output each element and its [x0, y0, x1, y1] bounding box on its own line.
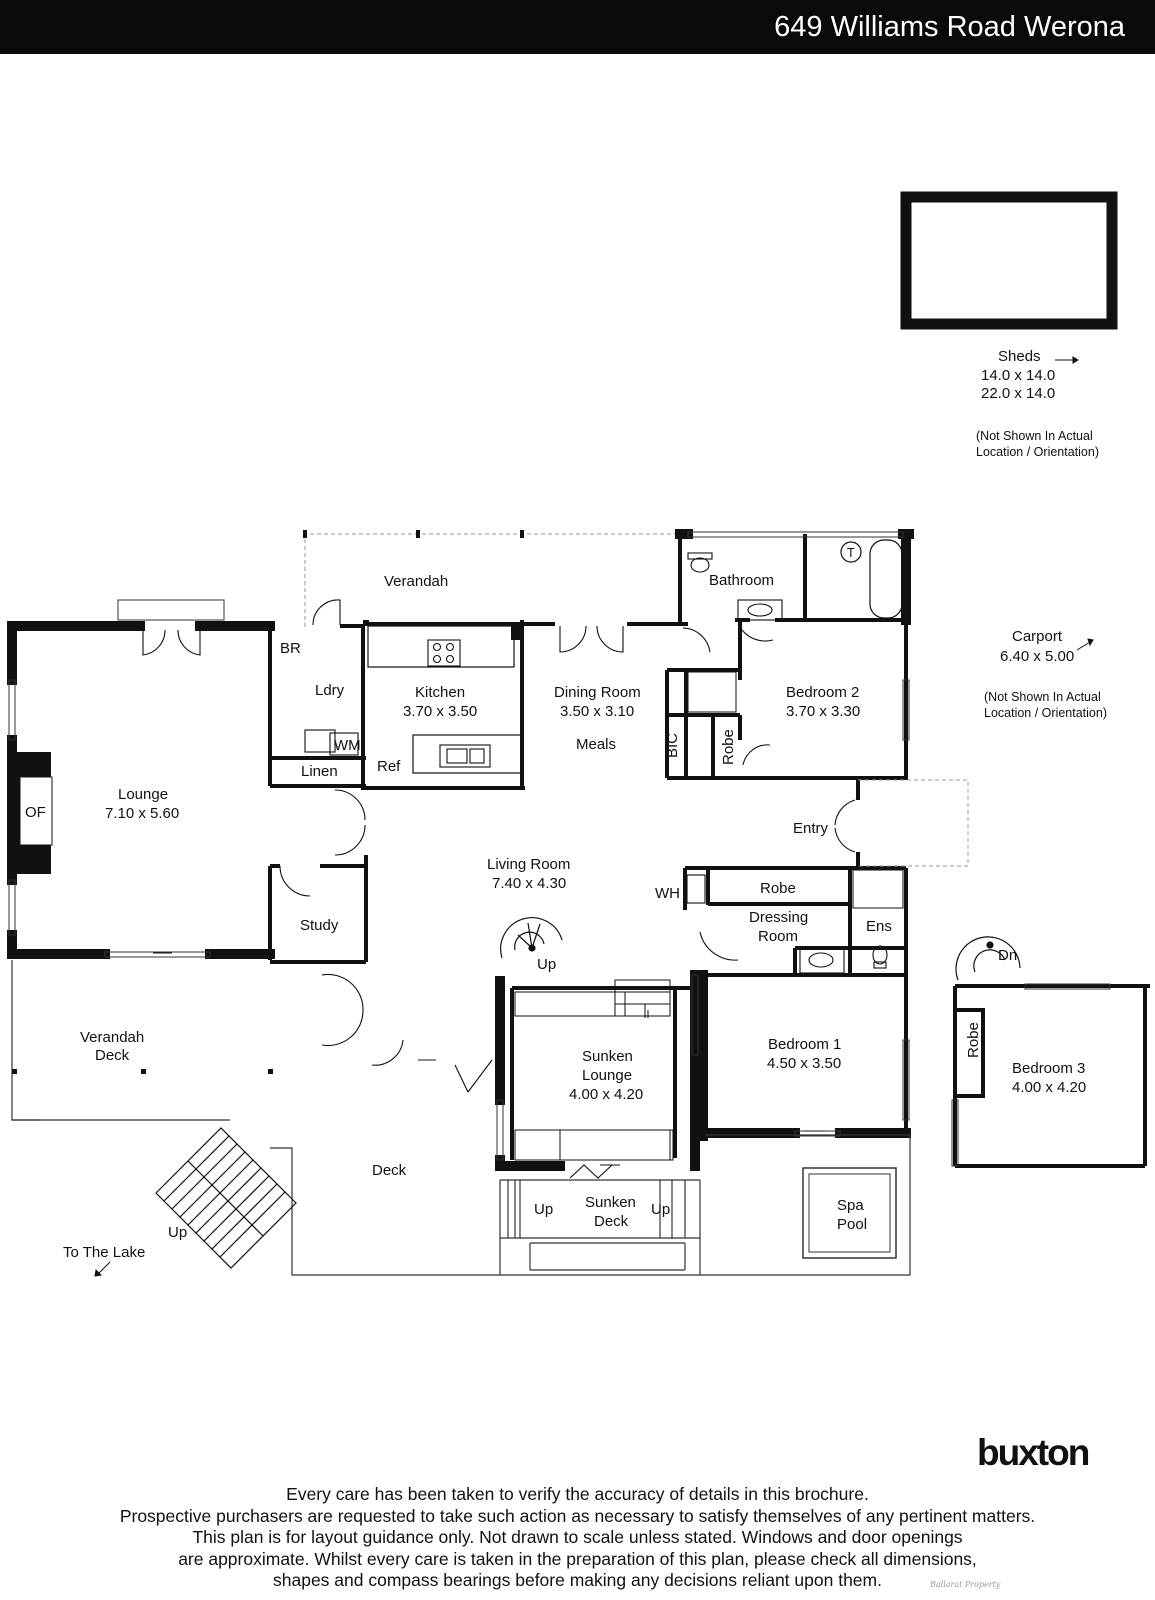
lounge-dims: 7.10 x 5.60	[105, 805, 179, 822]
living-dims: 7.40 x 4.30	[492, 875, 566, 892]
dn-stair-label: Dn	[998, 947, 1017, 964]
carport-label: Carport	[1012, 628, 1063, 645]
spa-label-2: Pool	[837, 1216, 867, 1233]
showers	[687, 671, 904, 909]
dressing-label-1: Dressing	[749, 909, 808, 926]
carport-note-2: Location / Orientation)	[984, 706, 1107, 720]
sheds-note-1: (Not Shown In Actual	[976, 429, 1093, 443]
bedroom2-name: Bedroom 2	[786, 684, 859, 701]
header-bar: 649 Williams Road Werona	[0, 0, 1155, 54]
bedroom1-dims: 4.50 x 3.50	[767, 1055, 841, 1072]
verandah-deck-label-2: Deck	[95, 1047, 130, 1064]
disclaimer-line: shapes and compass bearings before makin…	[273, 1570, 882, 1590]
deck-label: Deck	[372, 1162, 407, 1179]
watermark: Ballarat Property	[930, 1580, 1001, 1589]
ldry-label: Ldry	[315, 682, 345, 699]
door-swings	[142, 599, 856, 1179]
property-address: 649 Williams Road Werona	[774, 11, 1125, 43]
fixtures	[304, 552, 888, 974]
spa-pool-shape	[802, 1167, 897, 1259]
meals-label: Meals	[576, 736, 616, 753]
sunken-deck-steps	[507, 1180, 673, 1238]
verandah-top-outline	[304, 533, 680, 627]
bedroom1-name: Bedroom 1	[768, 1036, 841, 1053]
lounge-bay	[117, 599, 225, 621]
to-lake-label: To The Lake	[63, 1244, 145, 1261]
deck-posts	[12, 1069, 273, 1074]
robe-b3-label: Robe	[965, 1022, 982, 1058]
bathtub	[840, 539, 903, 619]
disclaimer-line: This plan is for layout guidance only. N…	[192, 1527, 963, 1547]
deck-outline	[11, 960, 911, 1276]
verandah-deck-label-1: Verandah	[80, 1029, 144, 1046]
verandah-posts	[303, 530, 524, 538]
up-left-label: Up	[534, 1201, 553, 1218]
shed-outline	[900, 191, 1118, 330]
sunken-deck-label-1: Sunken	[585, 1194, 636, 1211]
sheds-note-2: Location / Orientation)	[976, 445, 1099, 459]
living-name: Living Room	[487, 856, 570, 873]
sunken-lounge-dims: 4.00 x 4.20	[569, 1086, 643, 1103]
ens-label: Ens	[866, 918, 892, 935]
bic-label: BIC	[664, 733, 681, 758]
fireplace	[9, 752, 53, 874]
carport-note-1: (Not Shown In Actual	[984, 690, 1101, 704]
bedroom3-dims: 4.00 x 4.20	[1012, 1079, 1086, 1096]
dining-dims: 3.50 x 3.10	[560, 703, 634, 720]
disclaimer: Every care has been taken to verify the …	[0, 1484, 1155, 1592]
up-right-label: Up	[651, 1201, 670, 1218]
buxton-logo: buxton	[977, 1432, 1090, 1473]
robe-b1-label: Robe	[760, 880, 796, 897]
kitchen-name: Kitchen	[415, 684, 465, 701]
bedroom3-name: Bedroom 3	[1012, 1060, 1085, 1077]
bath-t-label: T	[847, 546, 855, 560]
ref-label: Ref	[377, 758, 401, 775]
of-label: OF	[25, 804, 46, 821]
sheds-label: Sheds	[998, 348, 1041, 365]
lounge-name: Lounge	[118, 786, 168, 803]
linen-label: Linen	[301, 763, 338, 780]
dressing-label-2: Room	[758, 928, 798, 945]
study-label: Study	[300, 917, 339, 934]
sheds-dims-1: 14.0 x 14.0	[981, 367, 1055, 384]
sheds-dims-2: 22.0 x 14.0	[981, 385, 1055, 402]
wh-label: WH	[655, 885, 680, 902]
spiral-stair-living	[500, 917, 563, 959]
labels: Sheds 14.0 x 14.0 22.0 x 14.0 (Not Shown…	[25, 348, 1107, 1261]
windows	[8, 531, 1111, 1167]
sunken-lounge-label-2: Lounge	[582, 1067, 632, 1084]
wm-label: WM	[334, 737, 361, 754]
disclaimer-line: are approximate. Whilst every care is ta…	[178, 1548, 977, 1569]
deck-stairs	[155, 1127, 297, 1269]
sunken-lounge-steps	[514, 979, 674, 1161]
carport-dims: 6.40 x 5.00	[1000, 648, 1074, 665]
up-stair-label: Up	[537, 956, 556, 973]
bedroom2-dims: 3.70 x 3.30	[786, 703, 860, 720]
dining-name: Dining Room	[554, 684, 641, 701]
entry-label: Entry	[793, 820, 829, 837]
kitchen-dims: 3.70 x 3.50	[403, 703, 477, 720]
arrows	[94, 356, 1094, 1277]
carport-outline	[858, 779, 969, 867]
robe-b2-label: Robe	[720, 729, 737, 765]
sunken-deck-label-2: Deck	[594, 1213, 629, 1230]
kitchen-bench	[367, 625, 524, 774]
up-steps-label: Up	[168, 1224, 187, 1241]
disclaimer-line: Every care has been taken to verify the …	[286, 1484, 869, 1504]
disclaimer-line: Prospective purchasers are requested to …	[119, 1505, 1036, 1526]
internal-walls	[268, 534, 1150, 1168]
bedroom3-robe-box	[953, 1008, 985, 1098]
bathroom-label: Bathroom	[709, 572, 774, 589]
verandah-top-label: Verandah	[384, 573, 448, 590]
sunken-lounge-label-1: Sunken	[582, 1048, 633, 1065]
br-label: BR	[280, 640, 301, 657]
spa-label-1: Spa	[837, 1197, 864, 1214]
spiral-stair-bedroom3	[955, 936, 1021, 981]
